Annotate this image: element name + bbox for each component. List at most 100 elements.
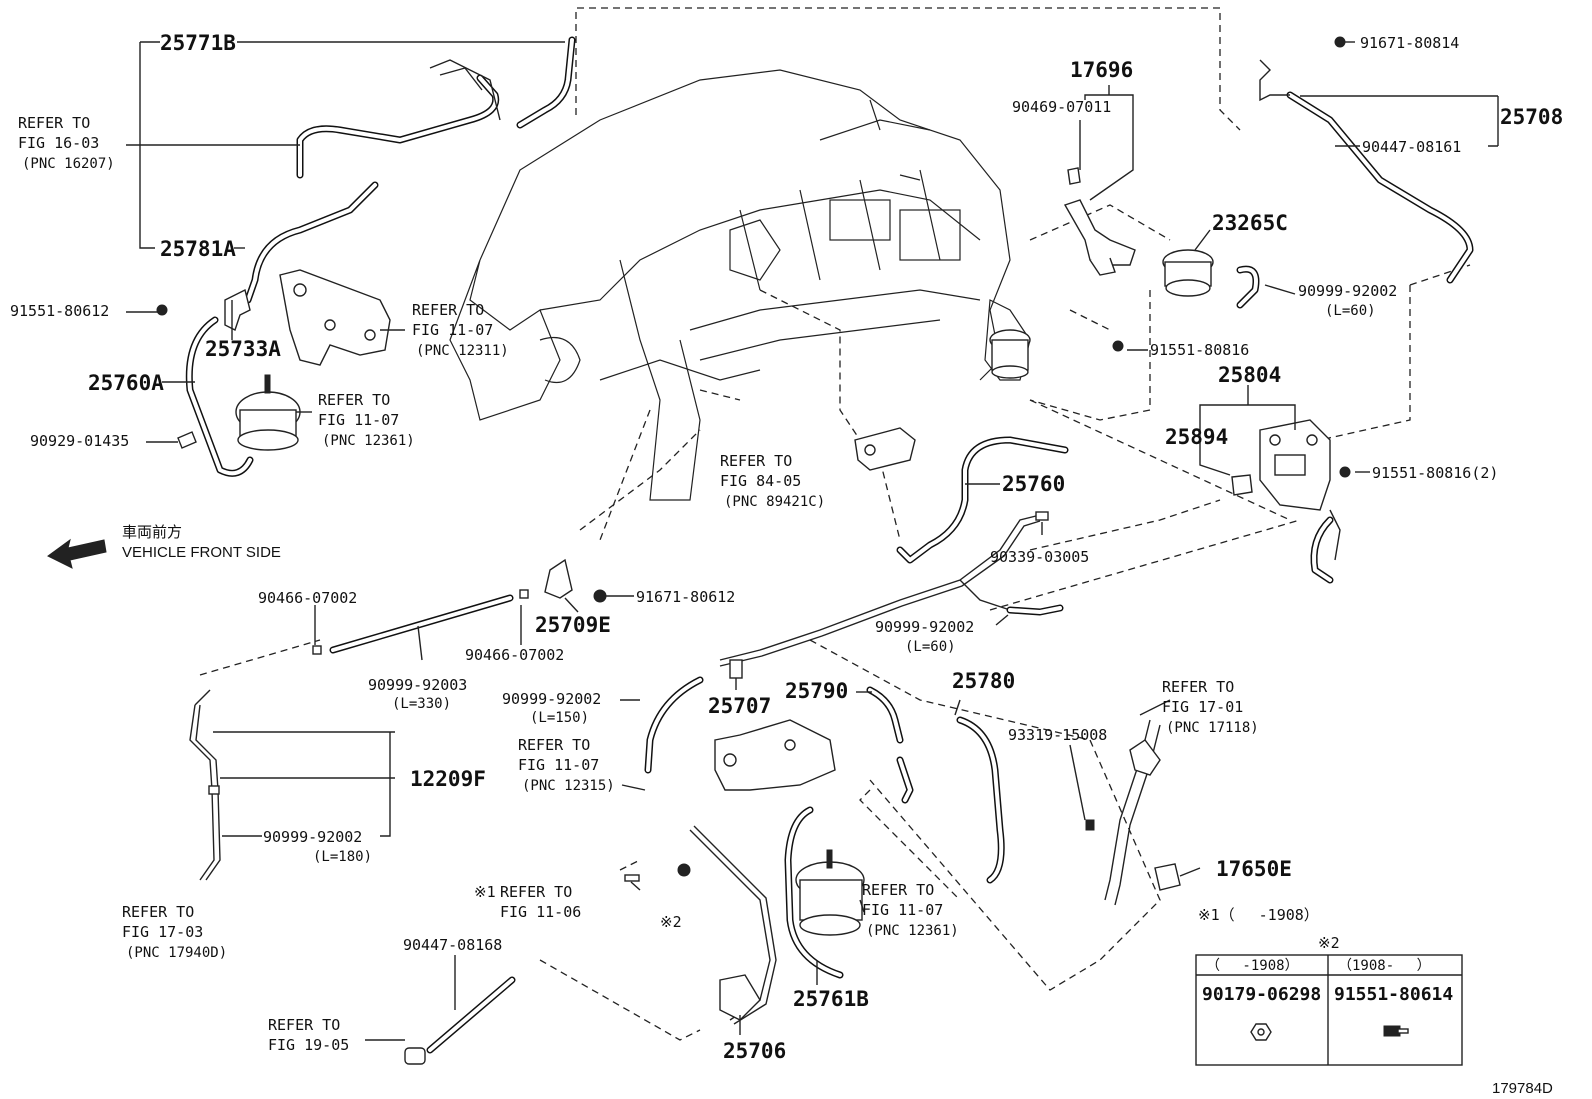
bracket-25733a	[224, 288, 251, 331]
mark2-label: ※2	[660, 913, 682, 931]
bolt-mark1	[624, 874, 640, 882]
label-25760a: 25760A	[88, 371, 164, 395]
direction-en-label: VEHICLE FRONT SIDE	[122, 544, 281, 561]
svg-text:FIG 11-07: FIG 11-07	[412, 321, 493, 339]
engine-mount-lower	[795, 849, 865, 936]
svg-text:(PNC 89421C): (PNC 89421C)	[724, 494, 825, 510]
components	[156, 36, 1351, 1065]
bolt-91551-80816	[1112, 340, 1124, 352]
svg-text:(PNC 17118): (PNC 17118)	[1166, 720, 1259, 736]
vsv-25804	[1259, 419, 1331, 511]
label-25781a: 25781A	[160, 237, 236, 261]
label-25708: 25708	[1500, 105, 1563, 129]
filter-25894	[1231, 474, 1253, 496]
svg-text:FIG 19-05: FIG 19-05	[268, 1036, 349, 1054]
label-17696: 17696	[1070, 58, 1133, 82]
valve-23265c	[1162, 249, 1214, 297]
svg-text:(PNC 12361): (PNC 12361)	[322, 433, 415, 449]
label-90929-01435: 90929-01435	[30, 432, 129, 450]
label-25780: 25780	[952, 669, 1015, 693]
svg-text:REFER TO: REFER TO	[518, 736, 590, 754]
table-col2-header: （1908- ）	[1338, 958, 1431, 974]
refer-fig-19-05: REFER TO FIG 19-05	[268, 1016, 349, 1054]
table-col2-part: 91551-80614	[1334, 984, 1453, 1005]
label-90999-92002-top: 90999-92002	[1298, 282, 1397, 300]
label-12209f: 12209F	[410, 767, 486, 791]
note-mark2: ※2	[1318, 934, 1340, 952]
label-25804: 25804	[1218, 363, 1281, 387]
label-90447-08168: 90447-08168	[403, 936, 502, 954]
refer-fig-11-07-c: REFER TO FIG 11-07 (PNC 12315)	[518, 736, 615, 794]
engine-outline	[449, 69, 1031, 501]
joint-12209f	[208, 785, 220, 795]
label-91671-80612: 91671-80612	[636, 588, 735, 606]
label-91551-80816-2: 91551-80816(2)	[1372, 464, 1498, 482]
table-col1-part: 90179-06298	[1202, 984, 1321, 1005]
label-90447-08161: 90447-08161	[1362, 138, 1461, 156]
bracket-fig-11-07	[279, 269, 391, 366]
svg-text:FIG 11-06: FIG 11-06	[500, 903, 581, 921]
label-91551-80612: 91551-80612	[10, 302, 109, 320]
bolt-version-table: （ -1908） （1908- ） 90179-06298 91551-8061…	[1195, 954, 1463, 1066]
svg-text:REFER TO: REFER TO	[720, 452, 792, 470]
svg-text:REFER TO: REFER TO	[18, 114, 90, 132]
note-mark1: ※1（ -1908）	[1198, 906, 1319, 924]
label-25790: 25790	[785, 679, 848, 703]
label-l60-mid: (L=60)	[905, 639, 956, 655]
figure-id: 179784D	[1492, 1080, 1553, 1097]
sensor-fig-84-05	[854, 427, 916, 471]
svg-text:FIG 11-07: FIG 11-07	[862, 901, 943, 919]
bolt-mark2	[677, 863, 691, 877]
refer-notes: REFER TO FIG 16-03 (PNC 16207) REFER TO …	[18, 114, 1259, 1054]
label-25709e: 25709E	[535, 613, 611, 637]
bracket-25709e	[544, 558, 573, 599]
label-90999-92003: 90999-92003	[368, 676, 467, 694]
bracket-25707	[729, 659, 743, 679]
bolt-91551-80816-2	[1339, 466, 1351, 478]
svg-text:REFER TO: REFER TO	[862, 881, 934, 899]
svg-text:(PNC 17940D): (PNC 17940D)	[126, 945, 227, 961]
label-90339-03005: 90339-03005	[990, 548, 1089, 566]
label-91551-80816: 91551-80816	[1150, 341, 1249, 359]
clip-90929-01435	[177, 431, 197, 449]
label-l330: (L=330)	[392, 696, 451, 712]
clamp-90466-07002-b	[519, 589, 529, 599]
svg-text:REFER TO: REFER TO	[500, 883, 572, 901]
version-notes: ※1（ -1908） ※2	[1198, 906, 1340, 952]
svg-text:(PNC 12315): (PNC 12315)	[522, 778, 615, 794]
svg-text:REFER TO: REFER TO	[1162, 678, 1234, 696]
label-25761b: 25761B	[793, 987, 869, 1011]
nut-icon	[1250, 1023, 1272, 1041]
cap-90339-03005	[1035, 511, 1049, 521]
svg-text:(PNC 12311): (PNC 12311)	[416, 343, 509, 359]
svg-text:FIG 84-05: FIG 84-05	[720, 472, 801, 490]
fitting-fig-19-05	[404, 1047, 426, 1065]
label-17650e: 17650E	[1216, 857, 1292, 881]
bolt-91671-80612	[593, 589, 607, 603]
label-25894: 25894	[1165, 425, 1228, 449]
bolt-91671-80814	[1334, 36, 1346, 48]
label-l60-top: (L=60)	[1325, 303, 1376, 319]
refer-fig-11-07-d: REFER TO FIG 11-07 (PNC 12361)	[862, 881, 959, 939]
label-90466-07002-b: 90466-07002	[465, 646, 564, 664]
svg-text:FIG 16-03: FIG 16-03	[18, 134, 99, 152]
bracket-17696	[1063, 167, 1136, 276]
svg-text:FIG 17-01: FIG 17-01	[1162, 698, 1243, 716]
label-93319-15008: 93319-15008	[1008, 726, 1107, 744]
label-l150: (L=150)	[530, 710, 589, 726]
svg-text:(PNC 12361): (PNC 12361)	[866, 923, 959, 939]
clamp-90466-07002-a	[312, 645, 322, 655]
refer-fig-11-06: ※1 REFER TO FIG 11-06 ※2	[474, 883, 682, 931]
leader-lines	[126, 41, 1499, 1041]
mark1-label: ※1	[474, 883, 496, 901]
label-25771b: 25771B	[160, 31, 236, 55]
svg-text:(PNC 16207): (PNC 16207)	[22, 156, 115, 172]
flange-bolt-icon	[1383, 1025, 1409, 1037]
label-l180: (L=180)	[313, 849, 372, 865]
label-25707: 25707	[708, 694, 771, 718]
label-25760: 25760	[1002, 472, 1065, 496]
label-90469-07011: 90469-07011	[1012, 98, 1111, 116]
svg-text:FIG 17-03: FIG 17-03	[122, 923, 203, 941]
label-23265c: 23265C	[1212, 211, 1288, 235]
